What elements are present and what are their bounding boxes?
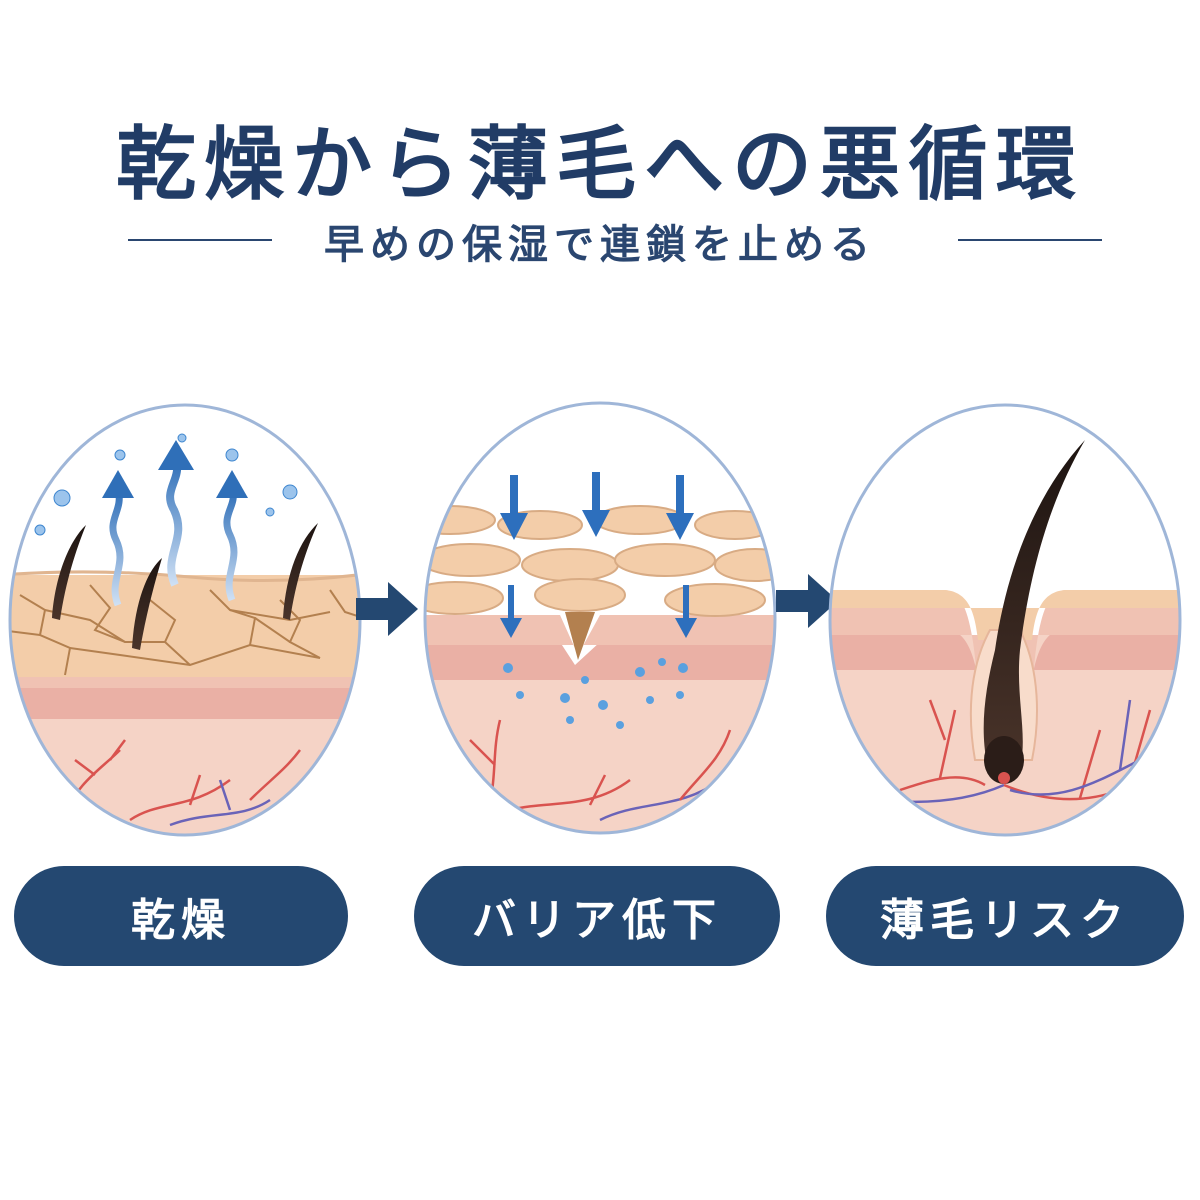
subtitle-divider-left bbox=[128, 239, 272, 241]
skin-illustrations bbox=[8, 401, 1182, 837]
stage-label-barrier: バリア低下 bbox=[414, 866, 780, 966]
blood-vessels bbox=[58, 739, 301, 827]
hair-follicle-icon bbox=[983, 440, 1085, 775]
evaporation-arrow-icon bbox=[102, 440, 248, 607]
water-drop-icon bbox=[503, 658, 688, 729]
hair-icon bbox=[52, 523, 318, 650]
arrow-right-icon bbox=[776, 574, 838, 628]
blood-vessels bbox=[879, 699, 1152, 804]
page-title: 乾燥から薄毛への悪循環 bbox=[116, 118, 1084, 211]
intrusion-arrow-icon bbox=[500, 472, 697, 638]
arrow-right-icon bbox=[356, 582, 418, 636]
skin-flakes bbox=[425, 505, 775, 617]
stage-label-thinning: 薄毛リスク bbox=[826, 866, 1184, 966]
subtitle-divider-right bbox=[958, 239, 1102, 241]
page-subtitle: 早めの保湿で連鎖を止める bbox=[324, 222, 876, 268]
barrier-illustration bbox=[423, 401, 777, 835]
water-drop-icon bbox=[34, 433, 298, 536]
stage-label-dryness: 乾燥 bbox=[14, 866, 348, 966]
dryness-illustration bbox=[8, 403, 362, 837]
thinning-illustration bbox=[828, 403, 1182, 837]
subtitle-row: 早めの保湿で連鎖を止める bbox=[0, 212, 1200, 268]
